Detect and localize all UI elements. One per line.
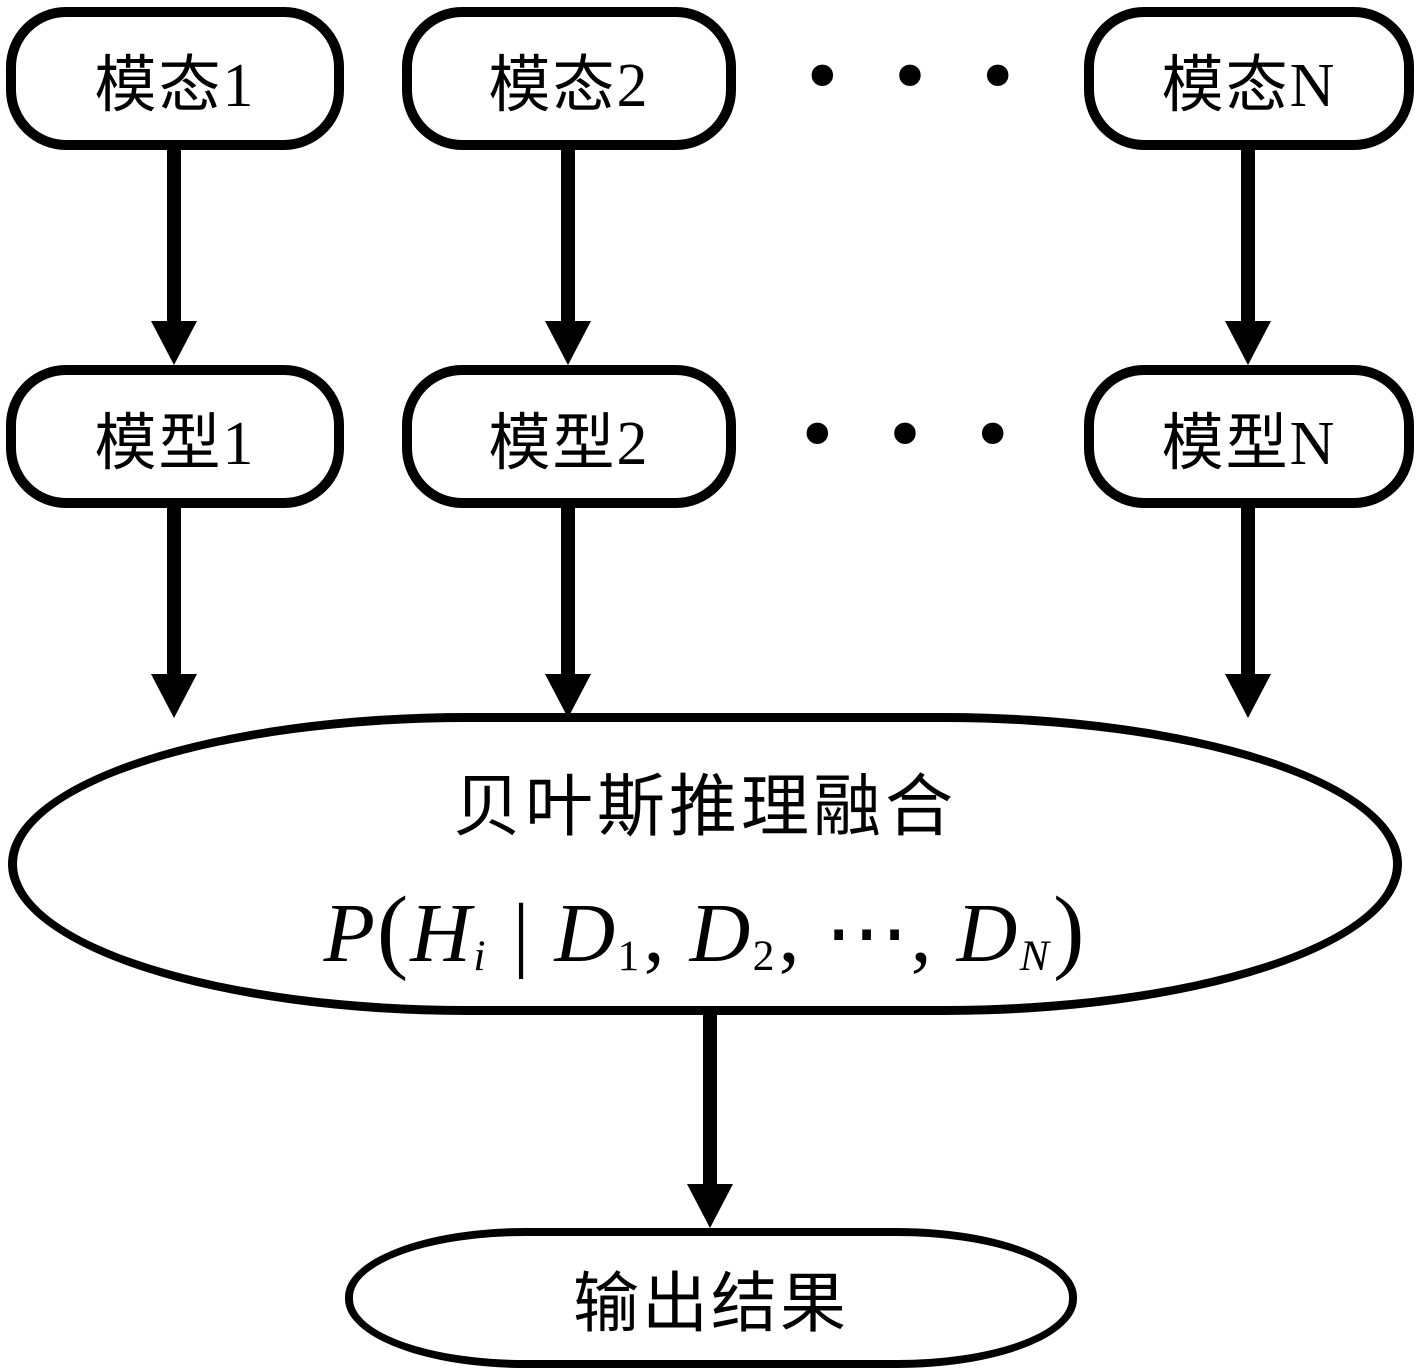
fusion-node: 贝叶斯推理融合 P(Hi | D1, D2, ⋯, DN) — [8, 713, 1402, 1015]
arrow-head-icon — [545, 321, 591, 365]
arrow-stem — [1241, 508, 1255, 678]
arrow-model2-to-fusion — [545, 508, 591, 718]
modality-ellipsis-dots: ••• — [800, 35, 1064, 121]
model-2-node: 模型2 — [402, 365, 736, 508]
modality-n-node: 模态N — [1084, 7, 1414, 150]
arrow-stem — [561, 508, 575, 678]
model-1-label: 模型1 — [94, 409, 256, 478]
arrow-head-icon — [687, 1184, 733, 1228]
output-node: 输出结果 — [345, 1228, 1077, 1368]
output-label: 输出结果 — [573, 1268, 849, 1341]
arrow-stem — [561, 149, 575, 325]
arrow-head-icon — [1225, 321, 1271, 365]
modality-n-label: 模态N — [1161, 51, 1337, 120]
arrow-head-icon — [151, 674, 197, 718]
modality-1-label: 模态1 — [94, 51, 256, 120]
arrow-stem — [167, 508, 181, 678]
model-ellipsis-dots: ••• — [795, 393, 1059, 479]
fusion-title: 贝叶斯推理融合 — [452, 768, 957, 845]
arrow-model1-to-fusion — [151, 508, 197, 718]
model-n-label: 模型N — [1161, 409, 1337, 478]
arrow-modality2-to-model2 — [545, 149, 591, 365]
arrow-stem — [167, 149, 181, 325]
arrow-modalityN-to-modelN — [1225, 149, 1271, 365]
arrow-stem — [1241, 149, 1255, 325]
arrow-stem — [703, 1011, 717, 1188]
model-n-node: 模型N — [1084, 365, 1414, 508]
model-2-label: 模型2 — [488, 409, 650, 478]
arrow-head-icon — [545, 674, 591, 718]
arrow-modality1-to-model1 — [151, 149, 197, 365]
arrow-modelN-to-fusion — [1225, 508, 1271, 718]
arrow-head-icon — [151, 321, 197, 365]
arrow-head-icon — [1225, 674, 1271, 718]
modality-2-label: 模态2 — [488, 51, 650, 120]
arrow-fusion-to-output — [687, 1011, 733, 1228]
fusion-formula: P(Hi | D1, D2, ⋯, DN) — [323, 877, 1087, 982]
modality-2-node: 模态2 — [402, 7, 736, 150]
modality-1-node: 模态1 — [6, 7, 344, 150]
model-1-node: 模型1 — [6, 365, 344, 508]
